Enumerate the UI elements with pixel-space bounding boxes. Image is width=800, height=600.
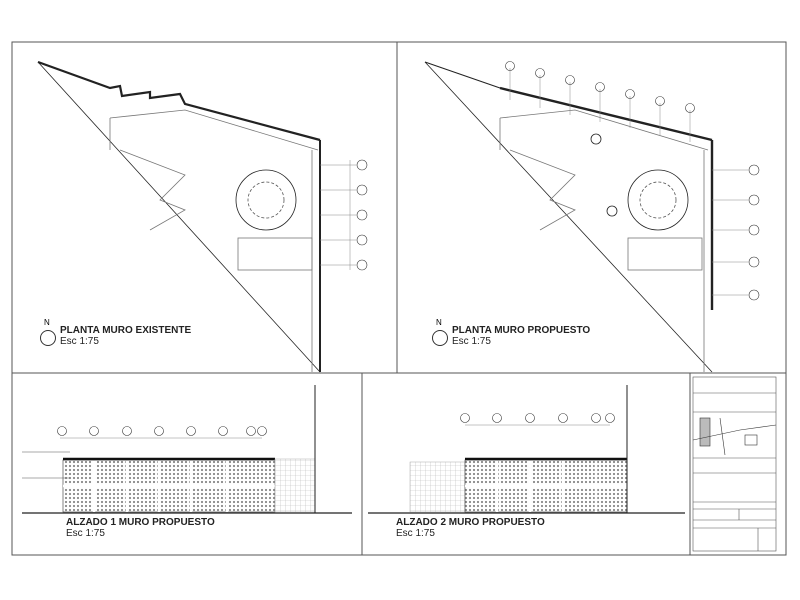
grid-bubbles bbox=[505, 61, 760, 301]
north-arrow-icon: N bbox=[430, 318, 450, 350]
panel-title: PLANTA MURO EXISTENTE bbox=[60, 325, 192, 336]
elevation-2 bbox=[368, 385, 685, 514]
plan-proposed bbox=[424, 61, 760, 373]
grid-bubbles bbox=[356, 159, 368, 271]
plan-existing bbox=[37, 60, 368, 373]
north-arrow-icon: N bbox=[38, 318, 58, 350]
panel-scale: Esc 1:75 bbox=[452, 336, 491, 347]
title-block bbox=[692, 376, 777, 552]
panel-scale: Esc 1:75 bbox=[66, 528, 105, 539]
location-map bbox=[692, 417, 777, 456]
panel-label-elevation-2: ALZADO 2 MURO PROPUESTO Esc 1:75 bbox=[396, 517, 545, 539]
panel-scale: Esc 1:75 bbox=[396, 528, 435, 539]
grid-lines bbox=[320, 160, 356, 270]
sheet-frame bbox=[11, 41, 787, 556]
elevation-1 bbox=[22, 385, 352, 514]
panel-title: ALZADO 1 MURO PROPUESTO bbox=[66, 517, 215, 528]
panel-scale: Esc 1:75 bbox=[60, 336, 99, 347]
panel-title: PLANTA MURO PROPUESTO bbox=[452, 325, 591, 336]
panel-label-elevation-1: ALZADO 1 MURO PROPUESTO Esc 1:75 bbox=[66, 517, 215, 539]
panel-title: ALZADO 2 MURO PROPUESTO bbox=[396, 517, 545, 528]
